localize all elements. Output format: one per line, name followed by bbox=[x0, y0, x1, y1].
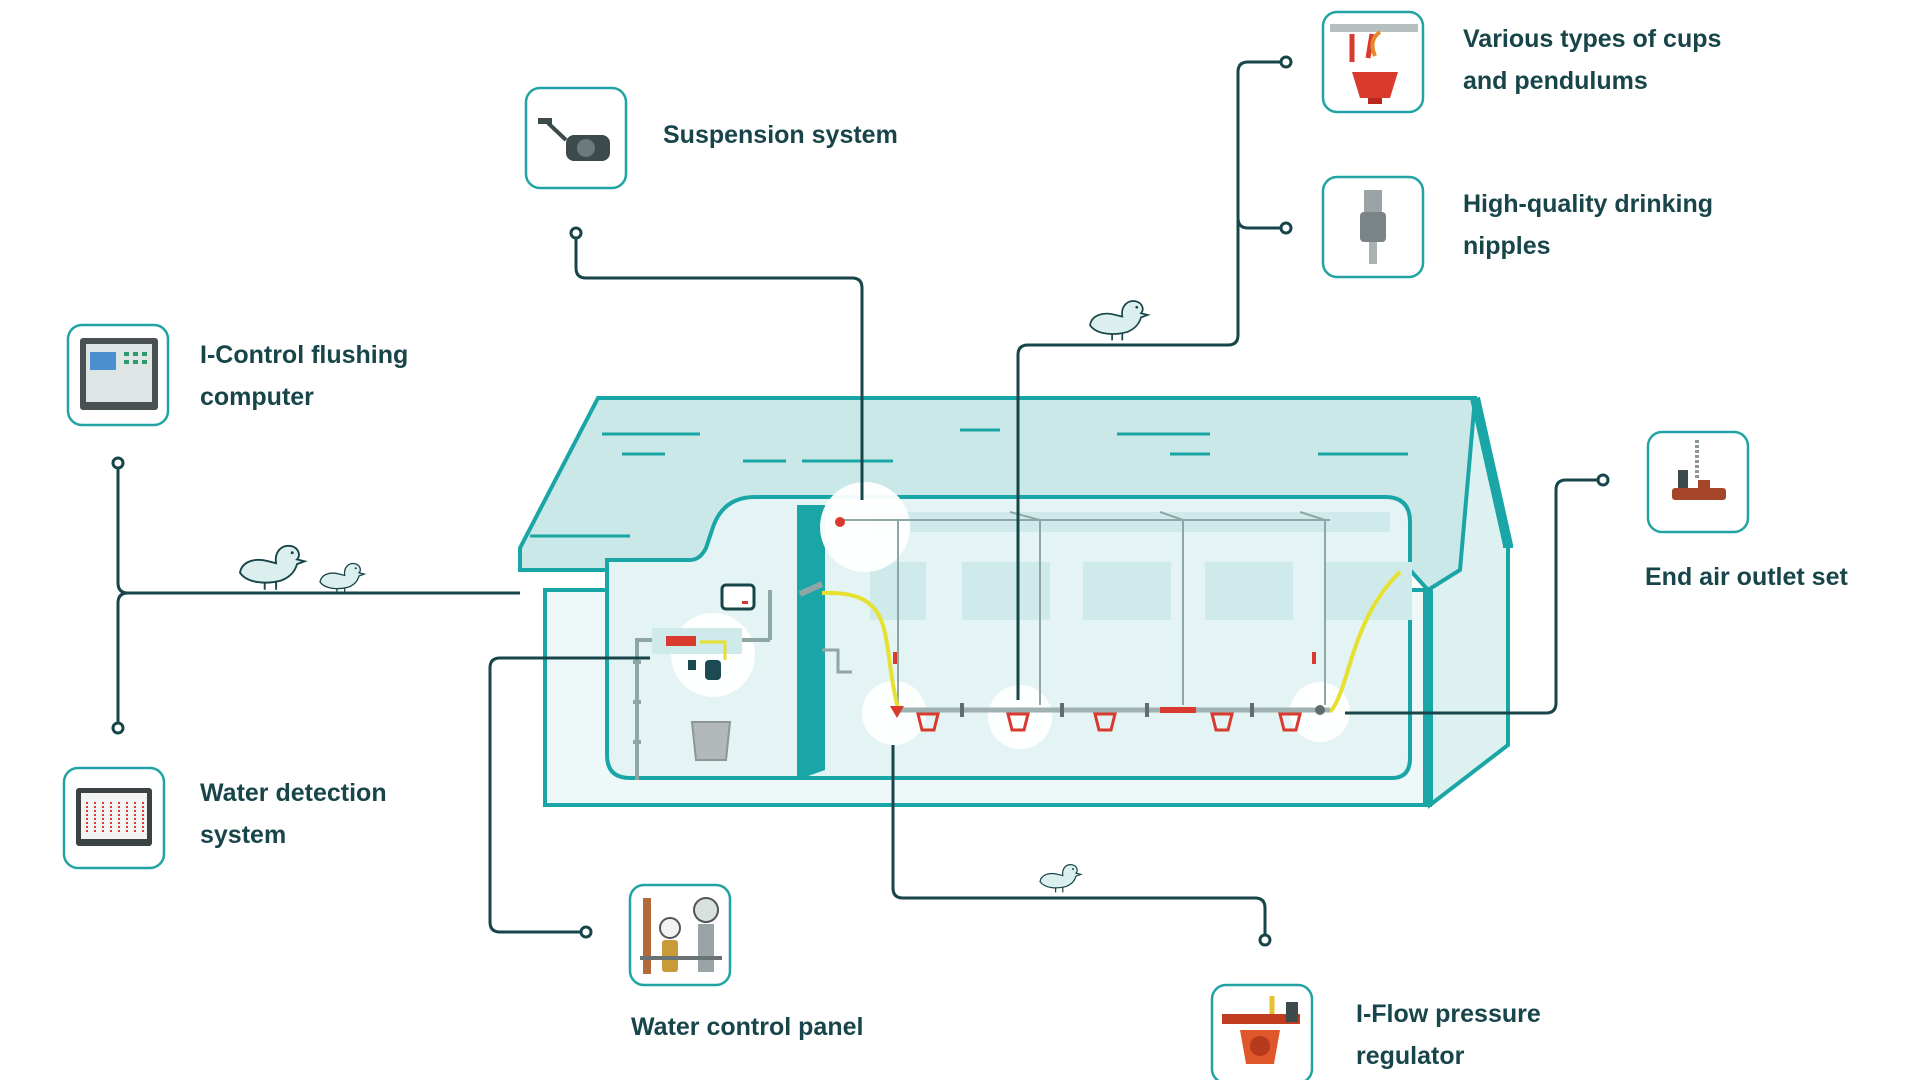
label-endair: End air outlet set bbox=[1645, 556, 1848, 598]
card-nipples[interactable] bbox=[1321, 175, 1425, 279]
poultry-house bbox=[518, 396, 1513, 810]
card-waterpanel[interactable] bbox=[628, 883, 732, 987]
bucket bbox=[690, 721, 732, 761]
label-waterdetect: Water detection system bbox=[200, 772, 387, 856]
label-line: High-quality drinking bbox=[1463, 190, 1713, 218]
label-line: nipples bbox=[1463, 232, 1551, 260]
drinking-nipple-icon bbox=[1360, 190, 1386, 264]
card-waterdetect[interactable] bbox=[62, 766, 166, 870]
label-line: Various types of cups bbox=[1463, 25, 1722, 53]
connector-lines bbox=[116, 60, 1603, 940]
connector-icontrol bbox=[116, 463, 520, 595]
connector-water-panel bbox=[488, 656, 650, 934]
card-cups[interactable] bbox=[1321, 10, 1425, 114]
label-waterpanel: Water control panel bbox=[631, 1006, 863, 1048]
label-line: system bbox=[200, 821, 287, 849]
card-endair[interactable] bbox=[1646, 430, 1750, 534]
wall-control-box bbox=[720, 583, 756, 611]
connector-cups-nipples bbox=[1016, 60, 1286, 700]
label-suspension: Suspension system bbox=[663, 114, 898, 156]
label-line: Suspension system bbox=[663, 121, 898, 149]
label-line: I-Control flushing bbox=[200, 341, 409, 369]
label-line: and pendulums bbox=[1463, 67, 1648, 95]
label-line: Water control panel bbox=[631, 1013, 864, 1041]
duck-icon bbox=[239, 544, 306, 591]
label-line: regulator bbox=[1356, 1042, 1465, 1070]
connector-end-air bbox=[1345, 478, 1603, 715]
red-cup-pendulum-icon bbox=[1330, 24, 1418, 104]
control-computer-icon bbox=[80, 338, 158, 410]
label-iflow: I-Flow pressure regulator bbox=[1356, 993, 1541, 1077]
divider-wall bbox=[797, 505, 825, 780]
label-line: I-Flow pressure bbox=[1356, 1000, 1541, 1028]
label-nipples: High-quality drinking nipples bbox=[1463, 183, 1713, 267]
duck-icon bbox=[1039, 864, 1082, 894]
duck-icon bbox=[319, 562, 365, 595]
card-suspension[interactable] bbox=[524, 86, 628, 190]
water-meter-icon bbox=[640, 897, 722, 974]
connector-suspension bbox=[574, 233, 864, 500]
label-line: End air outlet set bbox=[1645, 563, 1848, 591]
connector-iflow bbox=[891, 745, 1267, 940]
connector-dots bbox=[111, 55, 1610, 947]
duck-icon bbox=[1089, 300, 1149, 342]
label-icontrol: I-Control flushing computer bbox=[200, 334, 408, 418]
card-icontrol[interactable] bbox=[66, 323, 170, 427]
water-monitor-icon bbox=[76, 788, 152, 846]
label-cups: Various types of cups and pendulums bbox=[1463, 18, 1721, 102]
air-outlet-icon bbox=[1672, 440, 1726, 500]
winch-icon bbox=[538, 118, 610, 161]
card-iflow[interactable] bbox=[1210, 983, 1314, 1080]
label-line: Water detection bbox=[200, 779, 387, 807]
pressure-regulator-icon bbox=[1222, 996, 1300, 1064]
label-line: computer bbox=[200, 383, 314, 411]
